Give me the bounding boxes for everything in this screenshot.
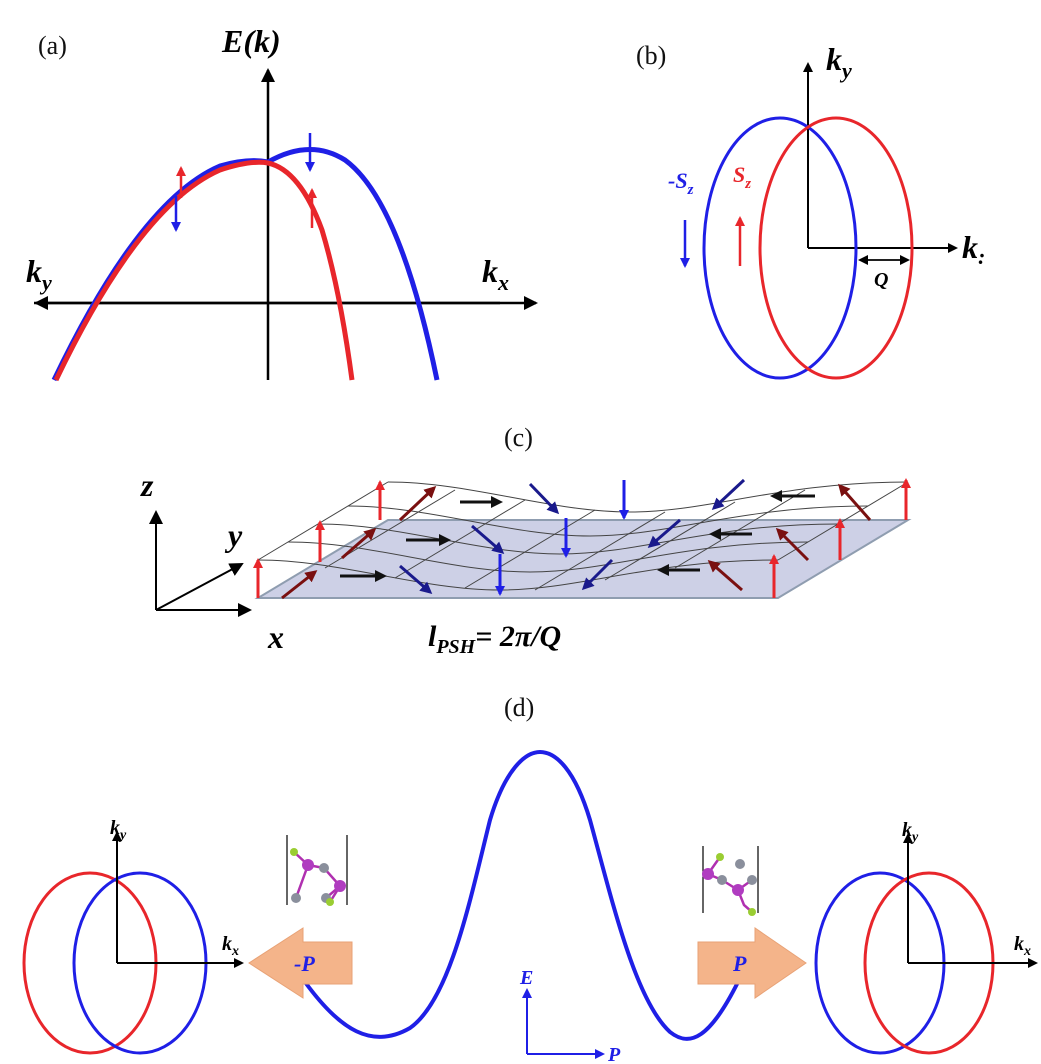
panel-d-label: (d) — [504, 693, 534, 722]
spin-arrow — [281, 570, 318, 600]
negative-polarization-arrow — [248, 927, 353, 999]
spin-arrow — [707, 560, 743, 592]
spin-down-contour — [702, 116, 858, 380]
panel-b-label: (b) — [636, 41, 666, 70]
panel-b: (b) ky k: Q -Sz Sz — [636, 41, 985, 380]
shift-label: Q — [874, 269, 888, 291]
spin-arrow — [398, 485, 437, 522]
y-axis-label: y — [224, 517, 243, 553]
left-crystal-structure — [286, 835, 348, 906]
polarization-label: P — [607, 1044, 621, 1064]
spin-arrow — [711, 478, 746, 511]
spin-helix-plane — [254, 519, 912, 599]
panel-c-label: (c) — [504, 423, 533, 452]
left-ky-label: ky — [110, 817, 127, 843]
spin-arrow — [399, 564, 433, 594]
spin-arrow — [838, 483, 872, 521]
energy-label: E — [519, 967, 533, 989]
kx-axis-label: kx — [482, 253, 509, 295]
ky-axis-label: ky — [26, 253, 52, 295]
y-axis — [155, 563, 244, 611]
spin-arrow — [471, 524, 505, 554]
minus-sz-label: -Sz — [668, 168, 694, 198]
right-kx-label: kx — [1014, 933, 1031, 959]
positive-polarization-label: P — [732, 951, 747, 976]
ky-axis-label: ky — [826, 41, 852, 83]
panel-c: (c) z y x — [140, 423, 912, 658]
kx-axis-label: k: — [962, 229, 985, 269]
double-well-energy-curve — [303, 749, 740, 1041]
spin-up-band — [53, 159, 355, 382]
spin-arrow — [647, 518, 681, 548]
positive-polarization-arrow — [697, 927, 807, 999]
left-kx-label: kx — [222, 933, 239, 959]
spin-arrow — [341, 528, 377, 560]
panel-a-label: (a) — [38, 31, 67, 60]
right-ky-label: ky — [902, 819, 919, 845]
right-crystal-structure — [702, 846, 759, 916]
spin-arrow — [581, 558, 614, 591]
spin-arrow — [775, 527, 810, 562]
x-axis-label: x — [267, 619, 284, 655]
helix-wavelength-equation: lPSH= 2π/Q — [428, 620, 561, 658]
energy-axis-label: E(k) — [221, 23, 281, 59]
spin-up-contour — [758, 116, 914, 380]
negative-polarization-label: -P — [294, 951, 315, 976]
spin-vectors — [253, 478, 911, 600]
z-axis-label: z — [140, 467, 154, 503]
sz-label: Sz — [733, 162, 751, 192]
spin-arrow — [528, 482, 560, 515]
panel-a: (a) E(k) ky kx — [26, 23, 538, 382]
spin-down-band — [51, 147, 440, 382]
panel-d: (d) ky kx ky kx E P -P P — [22, 693, 1038, 1064]
